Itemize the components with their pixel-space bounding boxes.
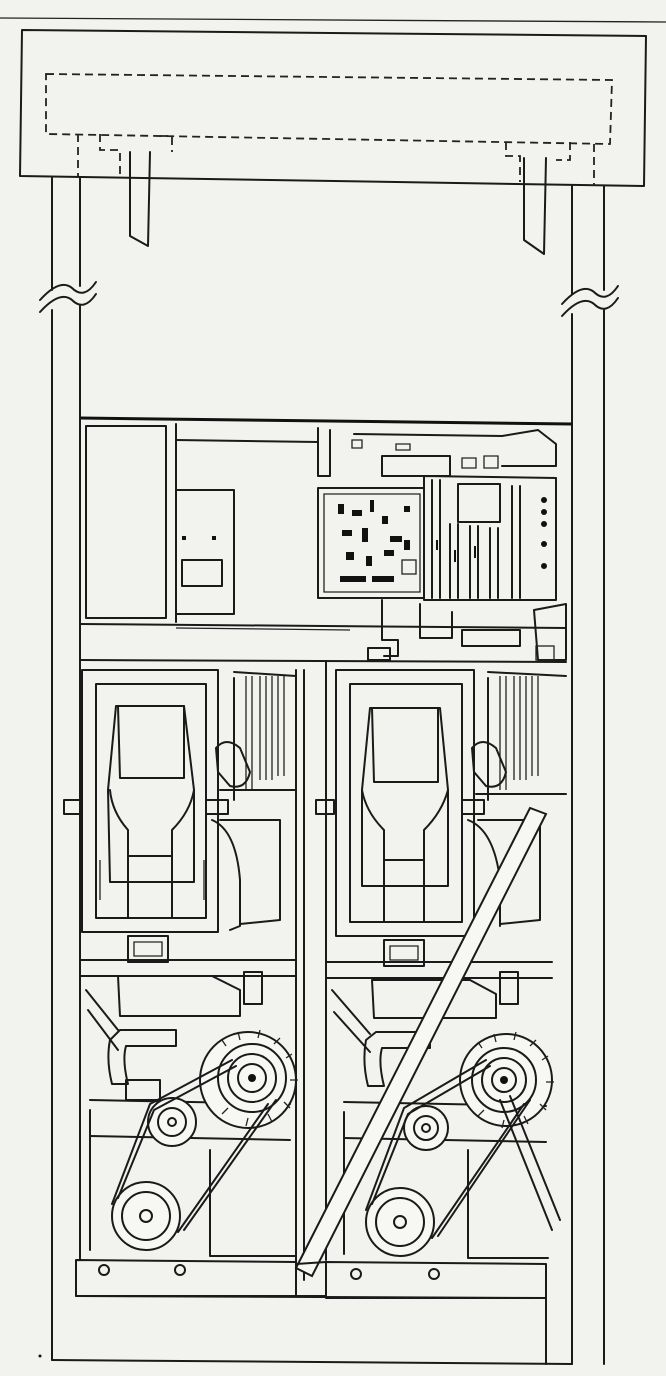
diagonal-brace	[294, 806, 561, 1278]
left-idler-pulley	[147, 1097, 197, 1147]
base-plate	[75, 1259, 547, 1365]
electronics-board	[317, 427, 567, 661]
right-column	[561, 185, 619, 1365]
right-hanger	[523, 157, 547, 255]
left-hanger	[129, 151, 151, 247]
mount-hole	[428, 1268, 440, 1280]
left-column	[39, 177, 97, 1361]
left-pump-assembly	[79, 819, 298, 1257]
top-canopy	[19, 29, 647, 255]
right-idler-pulley	[403, 1105, 449, 1151]
scan-edge-line	[0, 17, 666, 23]
mount-hole	[174, 1264, 186, 1276]
mount-hole	[350, 1268, 362, 1280]
left-cabinet	[79, 423, 567, 663]
card-rack	[423, 475, 557, 601]
right-meter-unit	[315, 669, 567, 937]
center-divider	[295, 661, 327, 1281]
mount-hole	[98, 1264, 110, 1276]
left-motor	[199, 1031, 297, 1129]
hidden-display-header	[45, 73, 613, 145]
access-panel	[181, 559, 223, 587]
left-meter-unit	[63, 669, 297, 933]
